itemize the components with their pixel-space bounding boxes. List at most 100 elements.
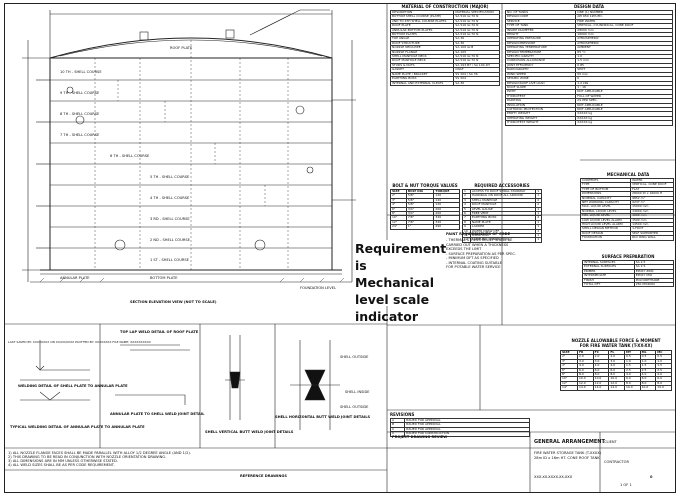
note-line: 4) ALL WELD SIZES SHALL BE AS PER CODE R… bbox=[8, 463, 115, 467]
table-cell: POLYURETHANE bbox=[633, 277, 675, 284]
table-row: BOTTOM SHELL COURSE (PLATE)SA 516 Gr.70 … bbox=[389, 14, 500, 20]
reference-drawings: REFERENCE DRAWINGS bbox=[240, 474, 287, 478]
table-cell: NOMINAL CAPACITY bbox=[579, 195, 632, 202]
table-cell: SA 516 Gr.70 N bbox=[453, 18, 500, 25]
note-line: 3) ALL DIMENSIONS ARE IN MM UNLESS OTHER… bbox=[8, 459, 118, 463]
table-cell: 1 bbox=[535, 233, 542, 239]
table-cell: 1 bbox=[535, 224, 542, 230]
doc-subtitle: FIRE WATER STORAGE TANK (T-XXXX) bbox=[534, 451, 602, 455]
contractor-label: CONTRACTOR bbox=[604, 460, 629, 464]
materials-title: MATERIAL OF CONSTRUCTION (MAJOR) bbox=[401, 4, 489, 9]
table-cell: SA 516 Gr.70 N bbox=[453, 14, 500, 20]
table-cell: 14.0 bbox=[577, 385, 594, 391]
table-cell: 250 MICRON bbox=[633, 281, 675, 288]
table-cell: SHELL MANHOLE NECK bbox=[389, 54, 455, 60]
note-line: is Mechanical bbox=[355, 258, 434, 290]
table-cell: SA 516 Gr.70 N bbox=[453, 27, 500, 34]
detail-label: WELDING DETAIL OF SHELL PLATE TO ANNULAR… bbox=[18, 384, 128, 388]
table-cell: 1 bbox=[535, 206, 542, 213]
table-cell: 1" bbox=[405, 224, 435, 230]
table-cell: 10.0 bbox=[655, 385, 672, 391]
table-cell: 2 bbox=[535, 197, 542, 204]
table-cell: VERTICAL, CONE ROOF bbox=[630, 182, 674, 188]
table-cell: SA 516 Gr.70 N bbox=[453, 31, 500, 38]
table-cell: ANNULAR BOTTOM PLATES bbox=[389, 27, 455, 34]
table-row: 24"1"490 bbox=[390, 224, 460, 230]
table-cell: SA 193 B7 / SA 194 2H bbox=[453, 62, 500, 69]
table-cell: 28000 ID x 16000 H bbox=[630, 191, 674, 197]
doc-subtitle: 28m ID x 16m HT. CONE ROOF TANK bbox=[534, 456, 600, 460]
table-cell: ISSUED FOR CONSTRUCTION bbox=[403, 431, 531, 437]
table-cell: VERTICAL, CYLINDRICAL, CONE ROOF bbox=[575, 23, 673, 29]
mechanical-data-title: MECHANICAL DATA bbox=[606, 172, 650, 177]
paint-note-line: EXCEEDS THE LIMIT bbox=[446, 247, 482, 251]
paint-note-line: - SURFACE PREPARATION AS PER SPEC. bbox=[446, 251, 517, 256]
revisions-title: REVISIONS bbox=[390, 412, 415, 417]
detail-label: TOP LAP WELD DETAIL OF ROOF PLATE bbox=[120, 330, 199, 334]
table-cell: SS 304 / SA 36 bbox=[453, 71, 500, 78]
table-cell: SA 36 bbox=[453, 80, 500, 86]
paint-notes-title: PAINT REQUIREMENTS OF CODE bbox=[446, 232, 511, 236]
elevation-title: SECTION ELEVATION VIEW (NOT TO SCALE) bbox=[130, 300, 217, 304]
note-line: Requirement bbox=[355, 241, 447, 256]
course-label: 3 RD - SHELL COURSE bbox=[150, 217, 190, 221]
detail-label: SHELL INSIDE bbox=[345, 390, 370, 394]
table-cell: SA 516 Gr.70 N bbox=[453, 23, 500, 29]
course-label: 9 TH - SHELL COURSE bbox=[60, 91, 100, 95]
detail-label: SHELL OUTSIDE bbox=[340, 355, 369, 359]
course-label: 8 TH - SHELL COURSE bbox=[60, 112, 100, 116]
paint-note-line: CARRIED OUT WHEN A THICKNESS bbox=[446, 242, 509, 247]
course-label: 7 TH - SHELL COURSE bbox=[60, 133, 100, 137]
detail-label: SHELL OUTSIDE bbox=[340, 405, 369, 409]
table-cell: 14.0 bbox=[608, 385, 625, 391]
note-line: indicator bbox=[355, 309, 418, 324]
table-cell: 24" bbox=[390, 224, 407, 230]
col-header: SIZE bbox=[560, 349, 578, 356]
nozzle-loads-subtitle: FOR FIRE WATER TANK (T-XX-XX) bbox=[579, 343, 653, 348]
course-label: 6 TH - SHELL COURSE bbox=[110, 154, 150, 158]
table-cell: 1 bbox=[535, 219, 542, 226]
sheet-number: 1 OF 1 bbox=[620, 483, 632, 487]
course-label: 10 TH - SHELL COURSE bbox=[60, 70, 102, 74]
table-cell: NAME PLATE / BRACKET bbox=[389, 71, 455, 78]
table-cell: HIGH LIQUID LEVEL ALARM bbox=[579, 222, 632, 228]
table-cell: MAX. LIQUID LEVEL bbox=[579, 204, 632, 210]
client-label: CLIENT bbox=[604, 440, 617, 444]
note-line: level scale bbox=[355, 292, 430, 307]
note-line: 2) THIS DRAWING TO BE READ IN CONJUNCTIO… bbox=[8, 455, 167, 459]
table-cell: DESIGN ROOF LIVE LOAD bbox=[504, 80, 577, 86]
table-cell: SELF SUPPORTED bbox=[630, 230, 674, 237]
table-cell: OPERATING TEMPERATURE bbox=[504, 45, 577, 51]
table-cell: XXXXX kg bbox=[575, 120, 673, 126]
table-cell: LOW LIQUID LEVEL ALARM bbox=[579, 217, 632, 224]
paint-note-line: FOR POTABLE WATER SERVICE bbox=[446, 265, 501, 269]
table-cell: BOTTOM SHELL COURSE (PLATE) bbox=[389, 14, 455, 20]
design-data-title: DESIGN DATA bbox=[573, 4, 605, 9]
table-cell: 1 bbox=[535, 188, 542, 195]
table-cell: HANDRAIL ON ROOF ALL AROUND bbox=[469, 193, 537, 199]
col-header: BOLT DIA bbox=[405, 188, 435, 195]
table-cell: CORROSION ALLOWANCE bbox=[504, 58, 577, 64]
table-cell: CATHODIC PROTECTION bbox=[504, 106, 577, 113]
detail-label: SHELL VERTICAL BUTT WELD JOINT DETAILS bbox=[205, 430, 294, 434]
table-cell: SA 516 Gr.70 N bbox=[453, 54, 500, 60]
